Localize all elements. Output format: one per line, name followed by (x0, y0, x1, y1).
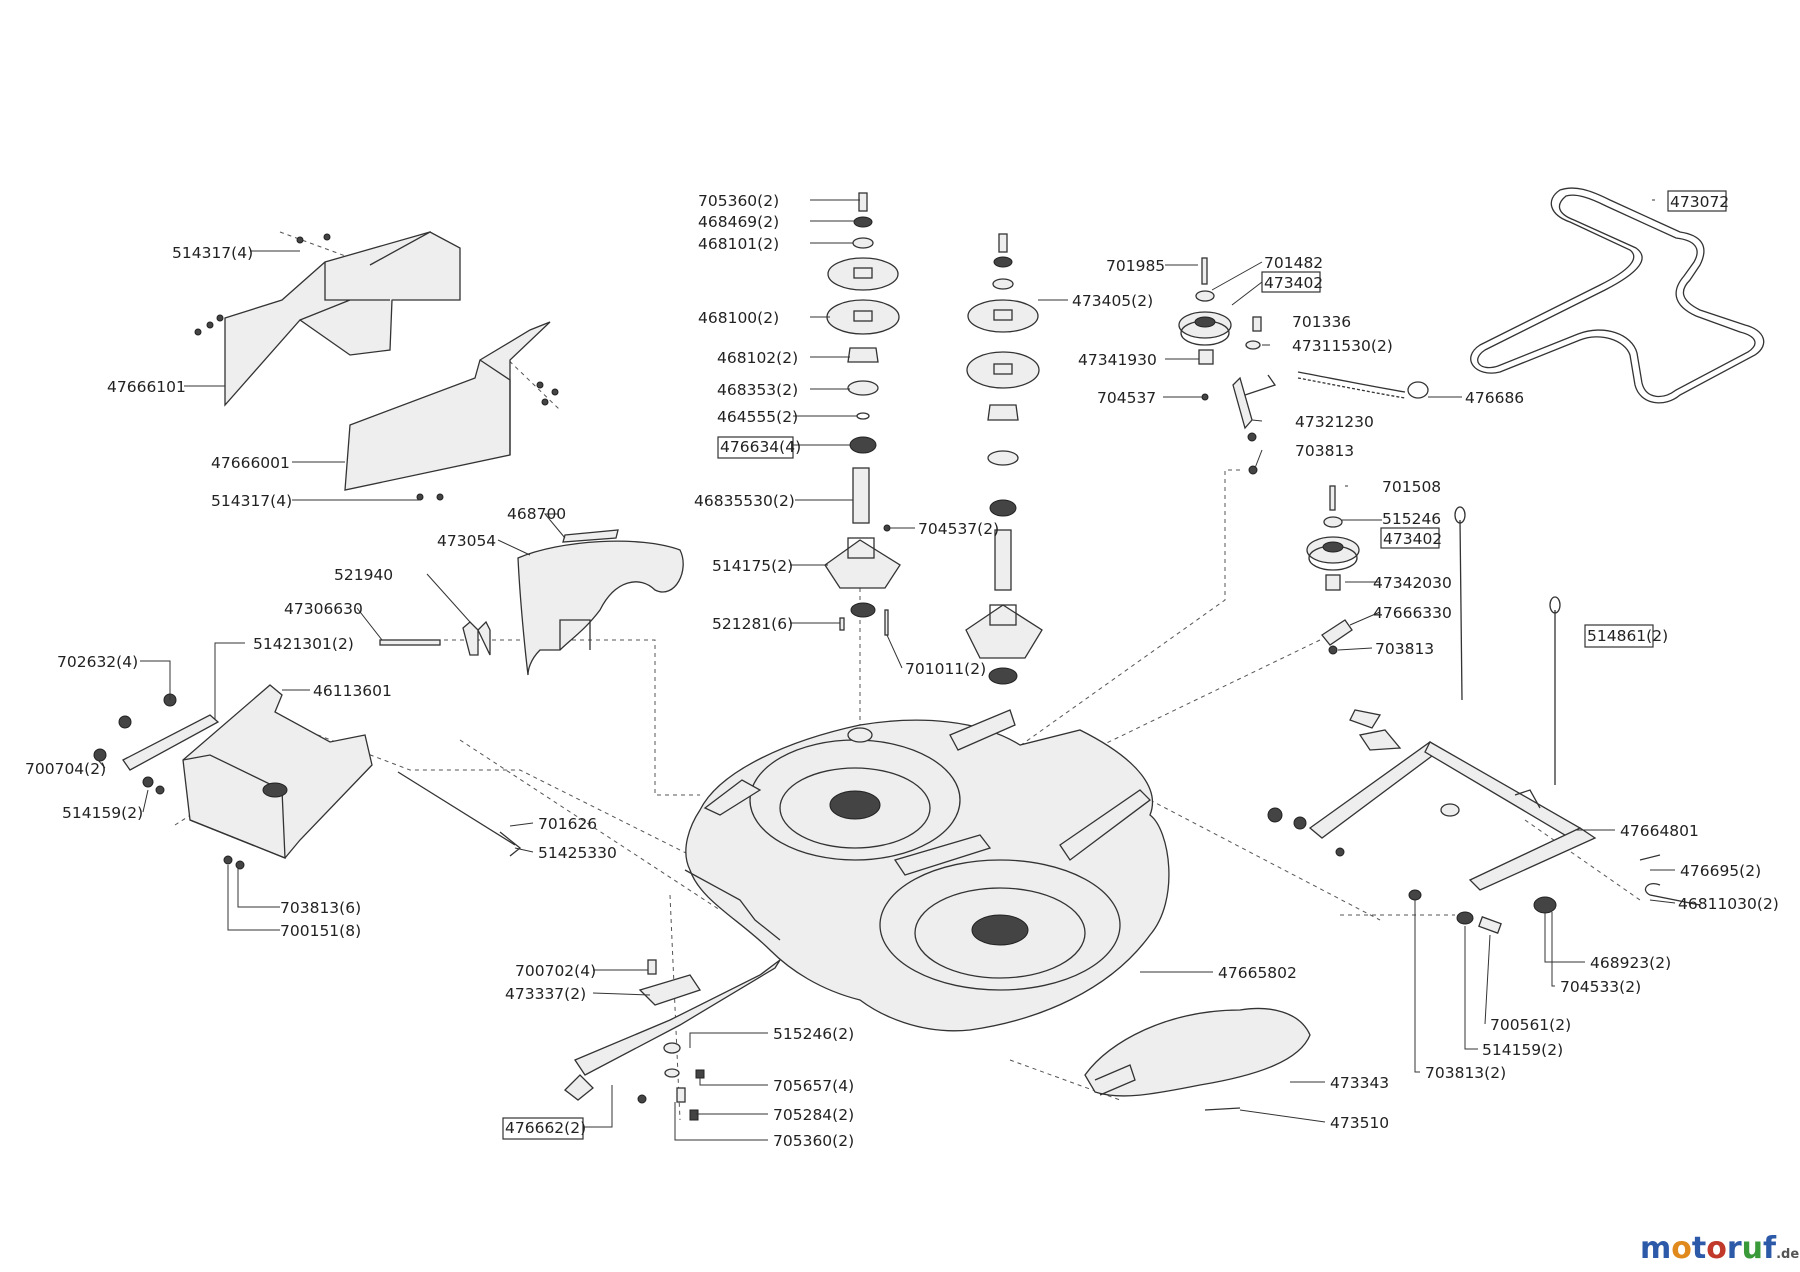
label-705657: 705657(4) (773, 1077, 854, 1095)
label-46811030: 46811030(2) (1678, 895, 1779, 913)
label-700561: 700561(2) (1490, 1016, 1571, 1034)
clip-bracket (379, 620, 491, 656)
label-47321230: 47321230 (1295, 413, 1374, 431)
idler-pulley-lower (1306, 485, 1360, 655)
label-705284: 705284(2) (773, 1106, 854, 1124)
label-704537-right: 704537 (1097, 389, 1156, 407)
label-515246-blade: 515246(2) (773, 1025, 854, 1043)
label-514159-left: 514159(2) (62, 804, 143, 822)
label-521940: 521940 (334, 566, 393, 584)
label-46113601: 46113601 (313, 682, 392, 700)
left-spindle-stack (824, 192, 901, 636)
label-468923: 468923(2) (1590, 954, 1671, 972)
label-514317-upper: 514317(4) (172, 244, 253, 262)
label-468100: 468100(2) (698, 309, 779, 327)
assembly-dashed-lines (174, 231, 1641, 1121)
label-47341930: 47341930 (1078, 351, 1157, 369)
leader-lines (97, 199, 1676, 1141)
label-514317-lower: 514317(4) (211, 492, 292, 510)
label-47311530: 47311530(2) (1292, 337, 1393, 355)
label-703813-upper: 703813 (1295, 442, 1354, 460)
label-464555: 464555(2) (717, 408, 798, 426)
label-476662: 476662(2) (505, 1119, 586, 1137)
label-700704: 700704(2) (25, 760, 106, 778)
belt-cover (517, 529, 684, 676)
label-476695: 476695(2) (1680, 862, 1761, 880)
label-703813-right: 703813 (1375, 640, 1434, 658)
label-701626: 701626 (538, 815, 597, 833)
label-51421301: 51421301(2) (253, 635, 354, 653)
label-468102: 468102(2) (717, 349, 798, 367)
label-473402-lower: 473402 (1383, 530, 1442, 548)
left-mount-bracket (93, 684, 373, 870)
label-703813-left: 703813(6) (280, 899, 361, 917)
label-468700: 468700 (507, 505, 566, 523)
box-473402-upper (1261, 271, 1321, 293)
label-701336: 701336 (1292, 313, 1351, 331)
label-47342030: 47342030 (1373, 574, 1452, 592)
label-47306630: 47306630 (284, 600, 363, 618)
label-473337: 473337(2) (505, 985, 586, 1003)
label-701508: 701508 (1382, 478, 1441, 496)
label-47666330: 47666330 (1373, 604, 1452, 622)
lower-cover-plate (344, 321, 559, 501)
box-476634 (717, 436, 794, 459)
label-701011: 701011(2) (905, 660, 986, 678)
box-476662 (502, 1117, 584, 1140)
label-473072: 473072 (1670, 193, 1729, 211)
mower-deck (684, 709, 1170, 1032)
label-700151: 700151(8) (280, 922, 361, 940)
label-476634: 476634(4) (720, 438, 801, 456)
label-476686: 476686 (1465, 389, 1524, 407)
upper-cover-plate (194, 231, 461, 407)
label-700702: 700702(4) (515, 962, 596, 980)
label-701985: 701985 (1106, 257, 1165, 275)
box-514861 (1584, 624, 1654, 648)
label-704533: 704533(2) (1560, 978, 1641, 996)
label-473343: 473343 (1330, 1074, 1389, 1092)
label-46835530: 46835530(2) (694, 492, 795, 510)
part-labels: 514317(4) 47666101 47666001 514317(4) 70… (25, 190, 1779, 1150)
label-47666101: 47666101 (107, 378, 186, 396)
label-473054: 473054 (437, 532, 496, 550)
label-521281: 521281(6) (712, 615, 793, 633)
drive-belt (1470, 187, 1765, 404)
label-704537-center: 704537(2) (918, 520, 999, 538)
box-473072 (1667, 190, 1727, 212)
motoruf-logo: motoruf.de (1640, 1231, 1799, 1266)
label-468101: 468101(2) (698, 235, 779, 253)
label-47665802: 47665802 (1218, 964, 1297, 982)
lift-rod (397, 771, 522, 857)
label-468469: 468469(2) (698, 213, 779, 231)
right-spindle-stack (965, 233, 1043, 685)
label-701482: 701482 (1264, 254, 1323, 272)
label-47666001: 47666001 (211, 454, 290, 472)
lift-frame (1267, 506, 1701, 934)
label-473402-upper: 473402 (1264, 274, 1323, 292)
label-51425330: 51425330 (538, 844, 617, 862)
label-514159-right: 514159(2) (1482, 1041, 1563, 1059)
discharge-chute (1084, 1007, 1311, 1111)
label-468353: 468353(2) (717, 381, 798, 399)
label-514861: 514861(2) (1587, 627, 1668, 645)
label-702632: 702632(4) (57, 653, 138, 671)
label-473405: 473405(2) (1072, 292, 1153, 310)
box-473402-lower (1380, 527, 1440, 549)
label-473510: 473510 (1330, 1114, 1389, 1132)
label-705360-upper: 705360(2) (698, 192, 779, 210)
label-515246-right: 515246 (1382, 510, 1441, 528)
label-514175: 514175(2) (712, 557, 793, 575)
label-47664801: 47664801 (1620, 822, 1699, 840)
label-705360-lower: 705360(2) (773, 1132, 854, 1150)
cutting-blade (564, 959, 781, 1121)
idler-pulley-upper (1178, 257, 1429, 475)
label-703813-frame: 703813(2) (1425, 1064, 1506, 1082)
